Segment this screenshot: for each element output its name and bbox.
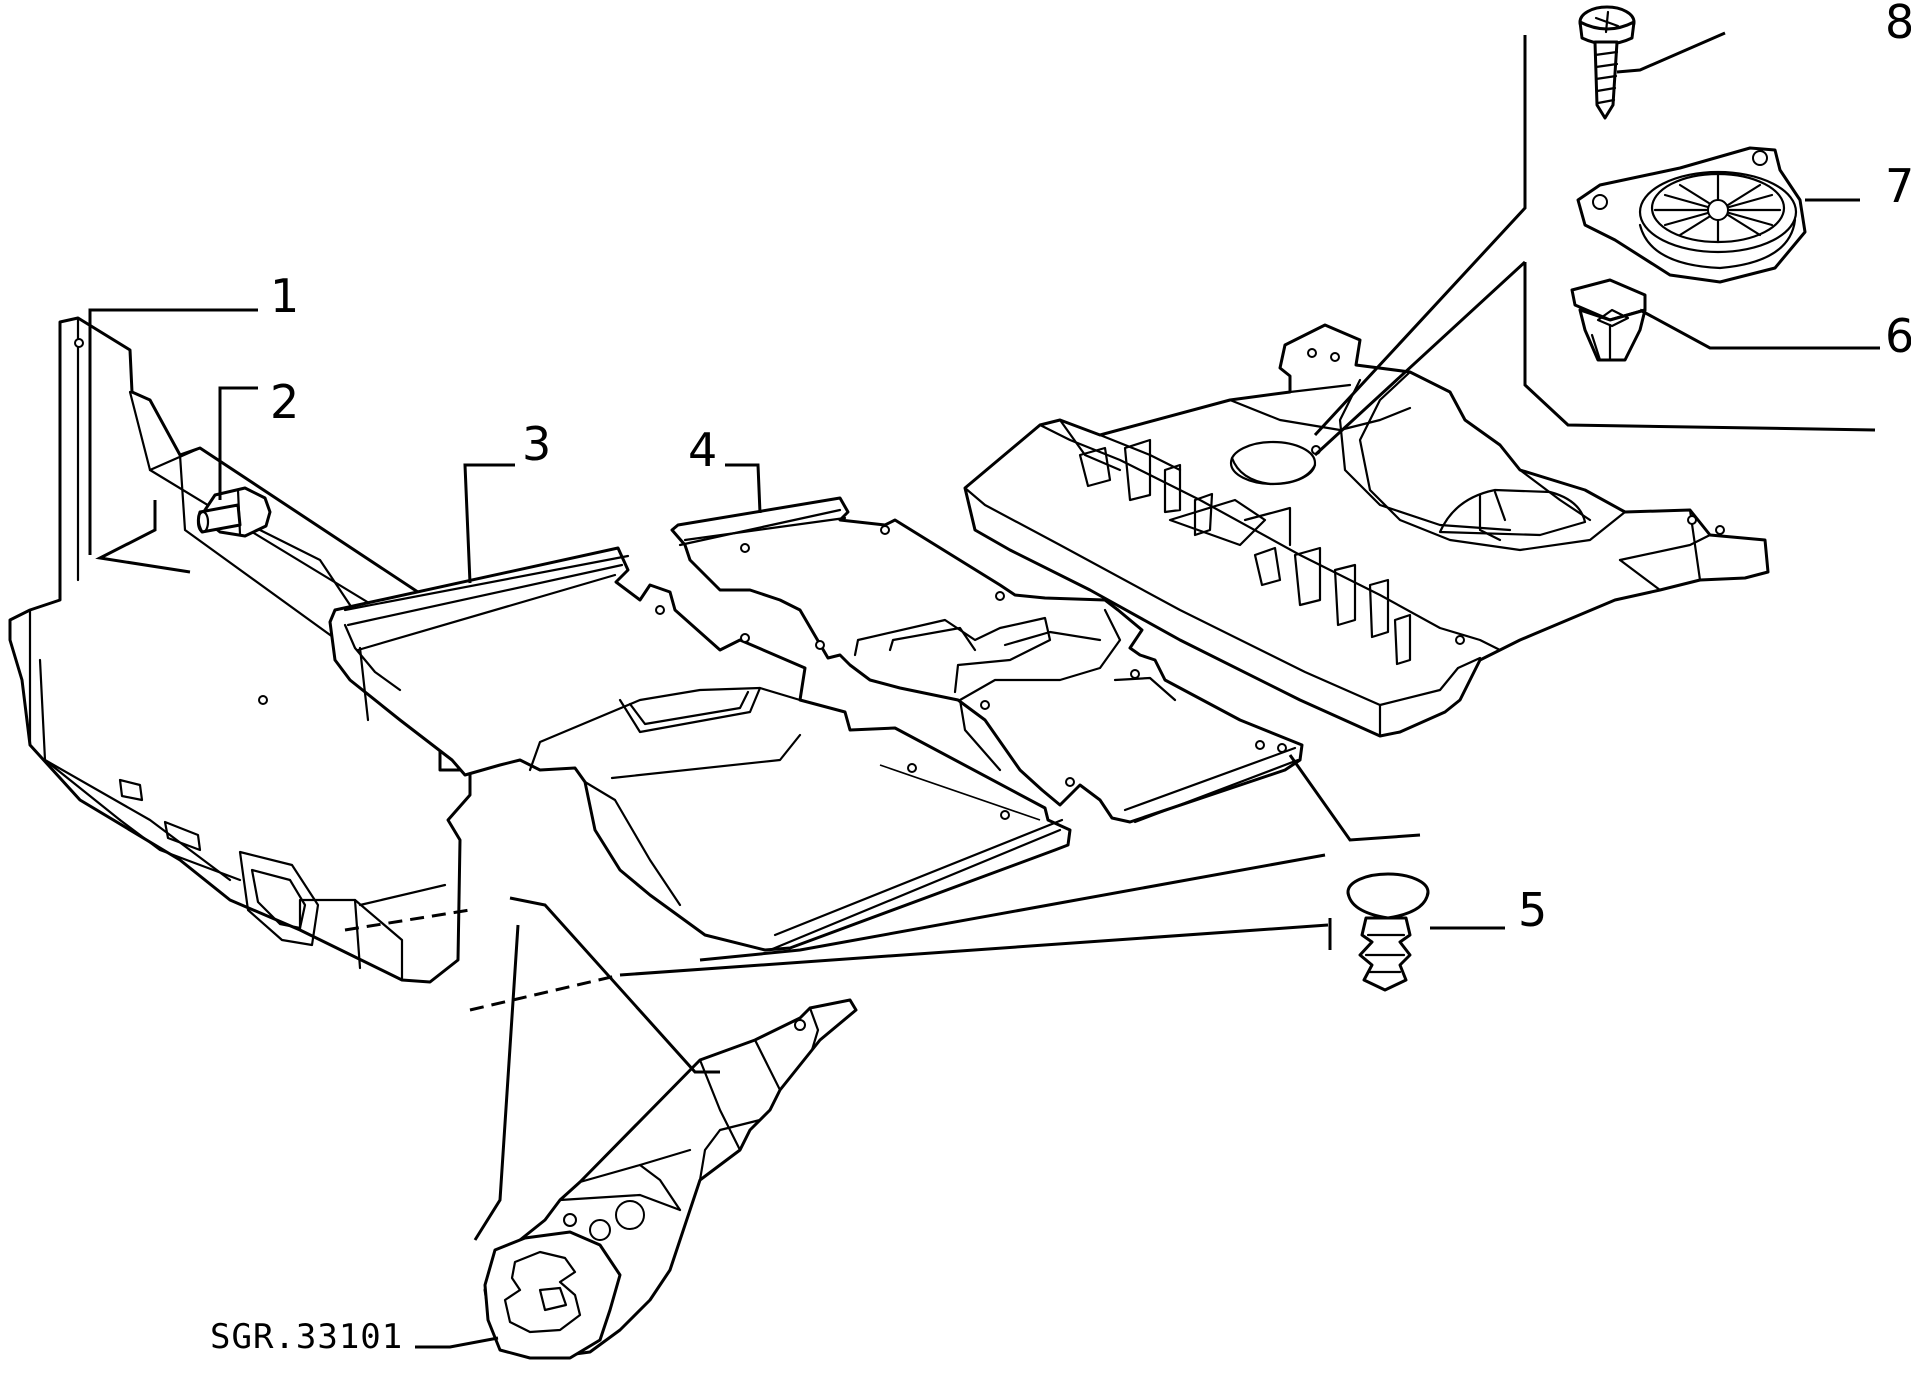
part-6-clip [1570, 278, 1647, 362]
callout-5: 5 [1518, 883, 1547, 937]
part-8-screw [1578, 5, 1636, 120]
part-7-grommet [1576, 146, 1807, 284]
callout-8: 8 [1885, 0, 1911, 49]
part-5-fastener [1346, 872, 1430, 992]
callout-labels: 1 2 3 4 5 6 7 8 SGR.33101 [210, 0, 1911, 1357]
callout-4: 4 [688, 423, 717, 477]
drawing-code: SGR.33101 [210, 1317, 403, 1357]
callout-1: 1 [270, 269, 299, 323]
vehicle-floor-reference [483, 998, 858, 1360]
part-4-rear-mat [670, 496, 1304, 824]
callout-2: 2 [270, 375, 299, 429]
callout-7: 7 [1885, 159, 1911, 213]
rear-floor-ribs [1078, 438, 1412, 666]
leader-lines [88, 31, 1880, 1349]
callout-3: 3 [522, 417, 551, 471]
rear-floor-insulation [963, 323, 1770, 738]
callout-6: 6 [1885, 309, 1911, 363]
part-1-front-panel [8, 316, 472, 984]
part-3-front-mat [328, 546, 1072, 952]
